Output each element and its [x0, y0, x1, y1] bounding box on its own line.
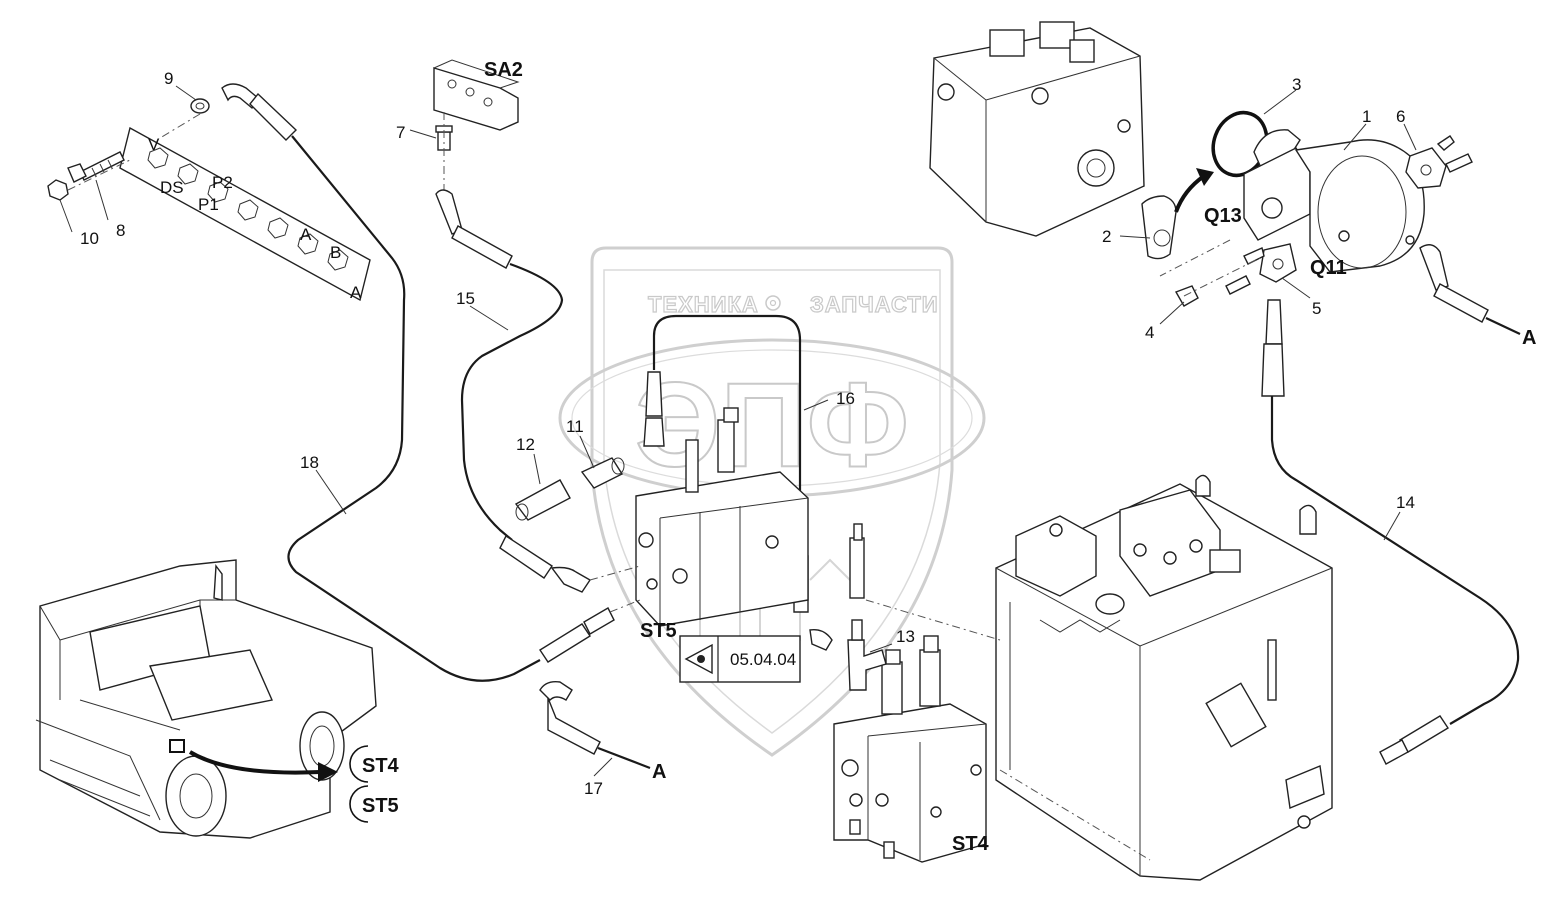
plate-text-p2: P2: [212, 173, 233, 192]
callout-9: 9: [164, 69, 173, 88]
label-ref-a-top: A: [1522, 327, 1536, 349]
nut-part-10: [47, 179, 69, 201]
main-pump: [929, 21, 1145, 237]
callout-7: 7: [396, 123, 405, 142]
watermark-logo: ЭПФ: [635, 358, 909, 492]
hydraulic-tank: [995, 474, 1333, 881]
hose-17: [539, 680, 651, 770]
bolt-part-4: [1174, 285, 1199, 307]
callout-6: 6: [1396, 107, 1405, 126]
callout-15: 15: [456, 289, 475, 308]
callout-5: 5: [1312, 299, 1321, 318]
hose-14: [1261, 299, 1520, 765]
label-sa2: SA2: [484, 59, 523, 81]
label-st4: ST4: [952, 833, 990, 855]
gasket-part-2: [1141, 195, 1177, 260]
callout-8: 8: [116, 221, 125, 240]
eye-icon: [684, 643, 713, 675]
watermark: ТЕХНИКА ЗАПЧАСТИ ЭПФ: [558, 246, 986, 757]
plate-text-a2: A: [350, 283, 362, 302]
plate-text-a: A: [300, 225, 312, 244]
ref-box-label: 05.04.04: [730, 650, 796, 669]
callout-13: 13: [896, 627, 915, 646]
flange-part-6: [1405, 135, 1473, 189]
callout-1: 1: [1362, 107, 1371, 126]
label-st4-circle: ST4: [362, 755, 400, 777]
st4-circle-ref: [349, 745, 369, 783]
callout-2: 2: [1102, 227, 1111, 246]
st5-circle-ref: [349, 785, 369, 823]
gear-pump-part-1: [1243, 129, 1425, 273]
valve-block-st4: [833, 635, 987, 863]
fitting-part-12: [514, 479, 571, 521]
watermark-right-word: ЗАПЧАСТИ: [810, 292, 939, 317]
callout-11: 11: [566, 417, 584, 436]
callout-3: 3: [1292, 75, 1301, 94]
block-sa2: [433, 59, 520, 131]
callout-12: 12: [516, 435, 535, 454]
gear-icon: [765, 295, 781, 311]
reference-box: 05.04.04: [679, 635, 801, 683]
bolt-part-8: [67, 151, 125, 183]
callout-10: 10: [80, 229, 99, 248]
callout-4: 4: [1145, 323, 1154, 342]
ports-plate: DS P1 P2 A B V A: [119, 126, 371, 302]
label-q11: Q11: [1310, 257, 1347, 279]
plate-text-v: V: [148, 135, 160, 154]
fitting-part-11: [580, 457, 625, 489]
highlight-marker: [169, 739, 185, 753]
plate-text-b: B: [330, 243, 341, 262]
leader-lines: [59, 85, 1417, 777]
hose-to-a: [1419, 244, 1521, 335]
watermark-left-word: ТЕХНИКА: [648, 292, 759, 317]
label-ref-a-bottom: A: [652, 761, 666, 783]
label-st5-circle: ST5: [362, 795, 399, 817]
hose-15: [435, 189, 591, 593]
callout-18: 18: [300, 453, 319, 472]
label-q13: Q13: [1204, 205, 1242, 227]
hose-18: [221, 83, 615, 682]
plate-text-ds: DS: [160, 178, 184, 197]
fitting-part-13: [847, 523, 887, 691]
callout-16: 16: [836, 389, 855, 408]
nut-part-9: [190, 98, 210, 114]
paver-machine: [35, 559, 377, 839]
plate-text-p1: P1: [198, 195, 219, 214]
label-st5: ST5: [640, 620, 677, 642]
valve-block-st5: [635, 407, 809, 627]
callout-14: 14: [1396, 493, 1415, 512]
flange-part-5: [1225, 243, 1297, 295]
callout-17: 17: [584, 779, 603, 798]
